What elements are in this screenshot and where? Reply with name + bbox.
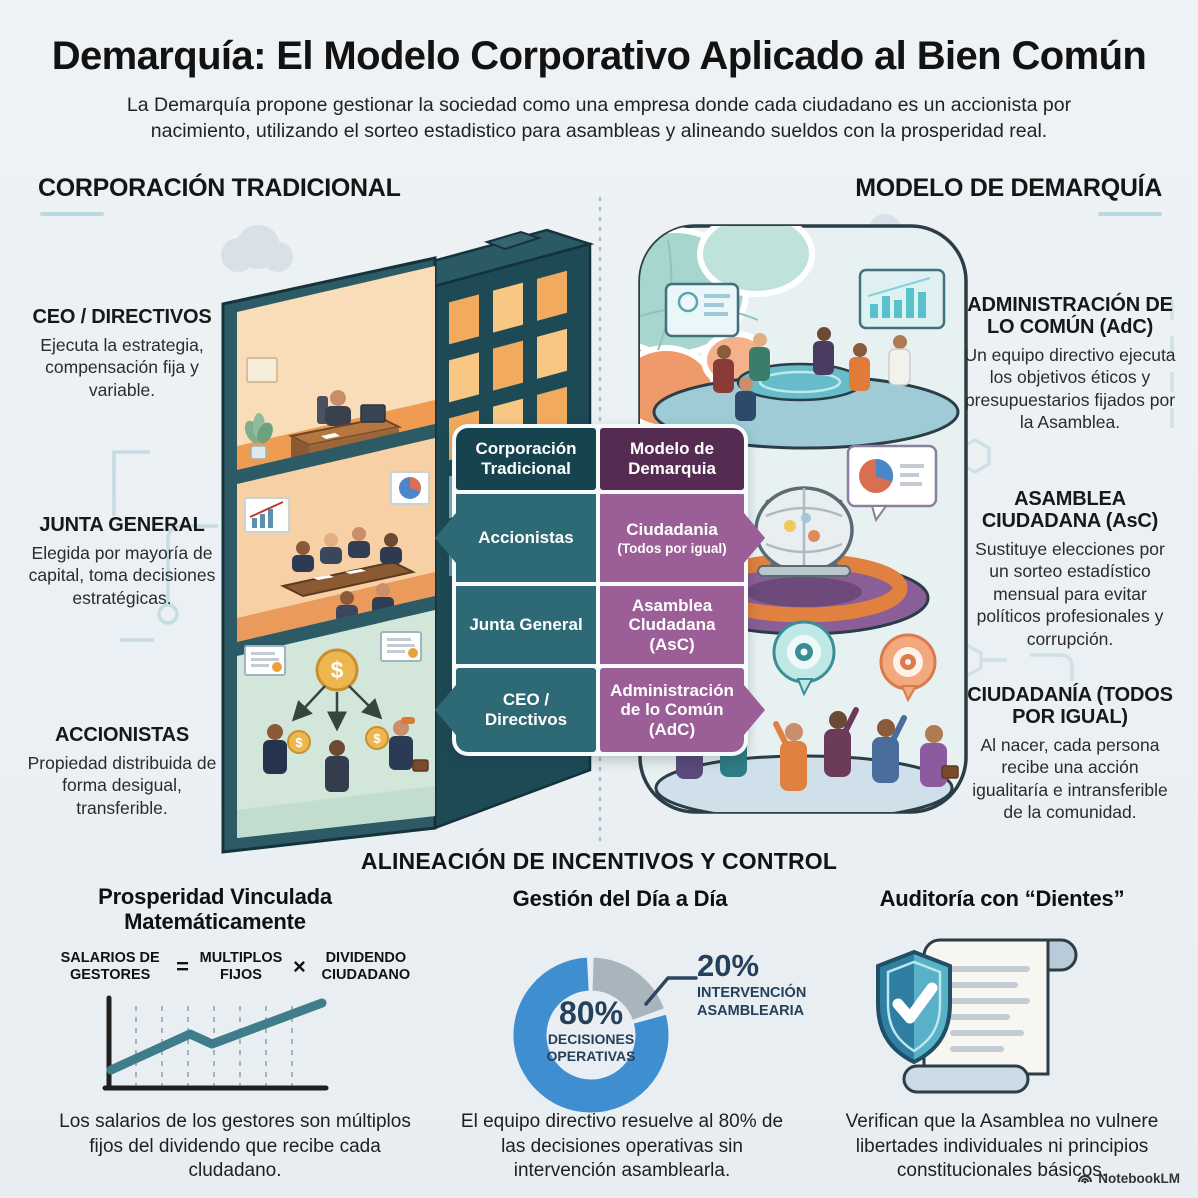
label-body: Un equipo directivo ejecuta los objetivo… [964,345,1176,433]
label-title: ADMINISTRACIÓN DE LO COMÚN (AdC) [967,294,1173,338]
page-subtitle: La Demarquía propone gestionar la socied… [126,94,1072,143]
donut-callout-line [644,976,698,1006]
decision-donut-chart [513,957,669,1113]
label-body: Ejecuta la estrategia, compensación fija… [40,335,204,400]
wall-art [246,357,278,383]
table-row-ceo-left: CEO / Directivos [456,668,596,752]
dashboard-screen-icon [664,282,740,338]
circuit-decor-right [937,300,1174,681]
table-header-demarchy: Modelo de Demarquia [600,428,744,490]
formula-term-salarios: SALARIOS DE GESTORES [60,950,160,983]
lottery-drum-icon [754,486,854,577]
trend-line [106,998,327,1075]
panel3-title: Auditoría con “Dientes” [879,886,1125,911]
cloud-icon [221,225,293,272]
label-body: Sustituye elecciones por un sorteo estad… [975,539,1165,649]
rooftop-box [483,230,543,251]
right-header-underline [1098,212,1162,216]
ceo-person [330,390,346,406]
panel2-title: Gestión del Día a Día [512,886,728,911]
label-title: CEO / DIRECTIVOS [32,306,212,328]
small-coin-icon: $ [365,726,389,750]
table-header-traditional: Corporación Tradicional [456,428,596,490]
label-body: Al nacer, cada persona recibe una acción… [972,735,1168,823]
multiply-sign: × [293,953,306,979]
formula-term-multiplos: MULTIPLOS FIJOS [199,950,283,983]
growth-chart-frame [244,497,290,533]
label-body: Elegida por mayoría de capital, toma dec… [28,543,216,608]
svg-text:$: $ [331,657,344,683]
target-speech-bubble-icon [879,633,937,703]
salary-formula: SALARIOS DE GESTORES = MULTIPLOS FIJOS ×… [36,950,434,983]
shareholder-figures [263,717,429,792]
pie-chart-frame [390,471,430,505]
board-members [292,527,402,622]
monitor-icon [360,404,386,423]
scroll-icon [902,938,1078,1094]
donut-slice-20 [591,957,664,1021]
panel1-title: Prosperidad Vinculada Matemáticamente [98,884,332,935]
watermark: NotebookLM [1077,1170,1180,1186]
team-figures [713,327,911,421]
distribution-arrows [291,685,383,732]
prosperity-line-chart [102,995,329,1091]
svg-text:$: $ [295,735,303,750]
table-row-junta-right: Asamblea Cludadana (AsC) [600,586,744,664]
notebooklm-logo-icon [1078,1175,1093,1184]
donut-center-label: 80% DECISIONES OPERATIVAS [546,995,636,1064]
label-administracion-comun: ADMINISTRACIÓN DE LO COMÚN (AdC) Un equi… [964,294,1176,434]
audit-shield-scroll-illustration [876,938,1078,1094]
formula-term-dividendo: DIVIDENDO CIUDADANO [321,950,411,983]
certificate-icon [380,631,422,662]
panel1-caption: Los salarios de los gestores son múltipl… [59,1111,411,1182]
svg-text:$: $ [373,731,381,746]
right-column-header: MODELO DE DEMARQUÍA [855,174,1162,202]
pie-bubble-icon [846,444,938,523]
panel3-caption: Verifican que la Asamblea no vulnere lib… [845,1111,1159,1182]
label-title: CIUDADANÍA (TODOS POR IGUAL) [967,684,1173,728]
page-title: Demarquía: El Modelo Corporativo Aplicad… [51,34,1147,78]
panel2-caption: El equipo directivo resuelve al 80% de l… [460,1111,784,1182]
label-title: ASAMBLEA CIUDADANA (AsC) [981,488,1159,532]
bottom-section-header: ALINEACIÓN DE INCENTIVOS Y CONTROL [360,848,838,874]
bar-chart-screen-icon [858,268,946,330]
money-coin-icon: $ [315,648,359,692]
donut-slice-80 [513,957,669,1113]
label-junta-general: JUNTA GENERAL Elegida por mayoría de cap… [26,514,218,609]
label-ceo-directivos: CEO / DIRECTIVOS Ejecuta la estrategia, … [26,306,218,401]
left-column-header: CORPORACIÓN TRADICIONAL [38,174,401,202]
office-plant-icon [244,413,273,460]
watermark-text: NotebookLM [1098,1170,1180,1186]
target-speech-bubble-icon [772,620,836,697]
left-header-underline [40,212,104,216]
equals-sign: = [176,953,189,979]
label-asamblea-ciudadana: ASAMBLEA CIUDADANA (AsC) Sustituye elecc… [964,488,1176,650]
paper [321,433,340,439]
shield-check-icon [876,949,952,1065]
table-row-junta-left: Junta General [456,586,596,664]
table-row-accionistas-left: Accionistas [456,494,596,582]
table-row-accionistas-right: Ciudadania (Todos por igual) [600,494,744,582]
circuit-decor-left [112,450,218,642]
label-accionistas: ACCIONISTAS Propiedad distribuida de for… [26,724,218,819]
donut-callout-label: 20% INTERVENCIÓN ASAMBLEARIA [697,948,807,1020]
label-ciudadania: CIUDADANÍA (TODOS POR IGUAL) Al nacer, c… [964,684,1176,824]
comparison-table: Corporación Tradicional Modelo de Demarq… [452,424,748,756]
label-body: Propiedad distribuida de forma desigual,… [27,753,217,818]
table-row-ceo-right: Administración de lo Común (AdC) [600,668,744,752]
label-title: ACCIONISTAS [54,724,190,746]
certificate-icon [244,645,286,676]
small-coin-icon: $ [287,730,311,754]
label-title: JUNTA GENERAL [39,514,205,536]
